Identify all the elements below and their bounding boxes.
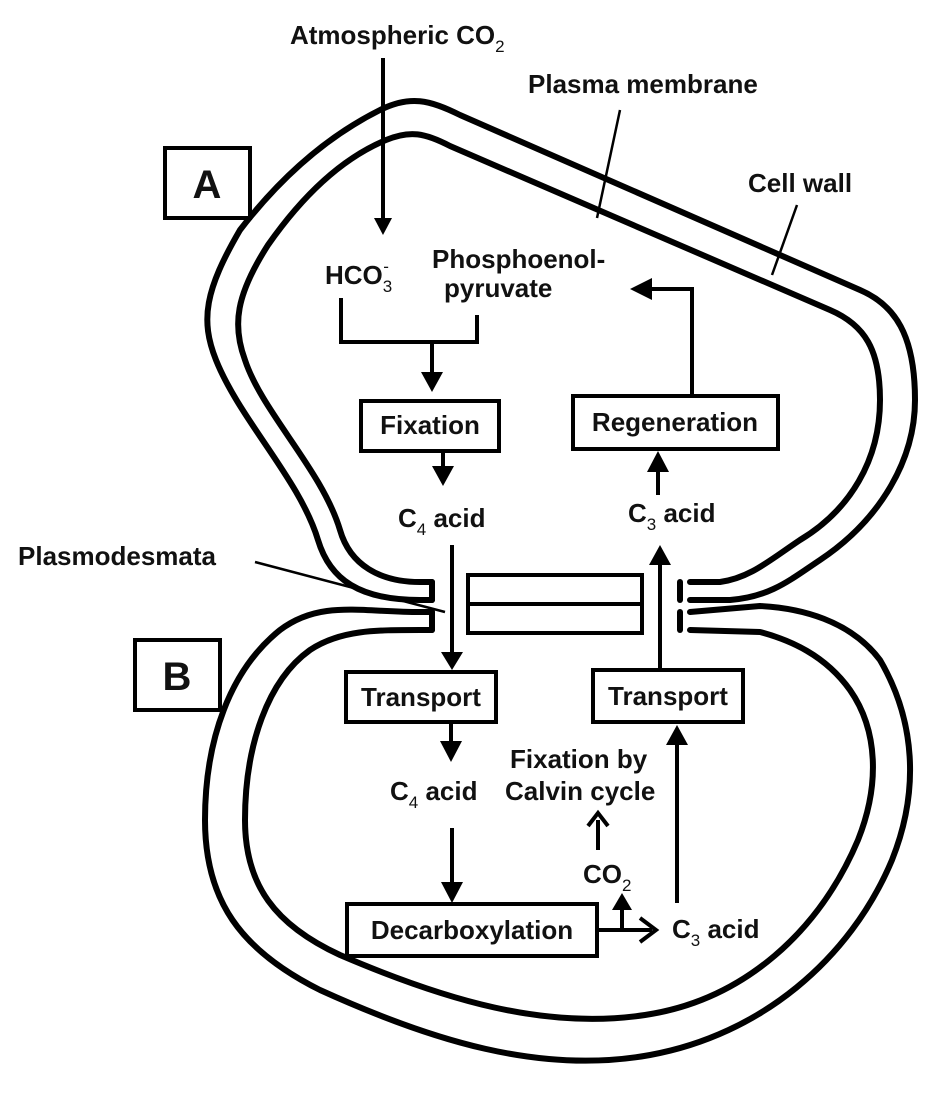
cell-a-wall bbox=[204, 97, 918, 603]
c3-acid-b-label: C3 acid bbox=[672, 914, 760, 950]
transport-left-box bbox=[344, 670, 498, 724]
to-fixation-arrowhead bbox=[421, 372, 443, 392]
c3-to-transport-arrowhead bbox=[666, 725, 688, 745]
cell-a-tag-label: A bbox=[193, 163, 222, 207]
cell-wall-leader bbox=[770, 204, 799, 276]
transport-left-label: Transport bbox=[361, 682, 481, 712]
cell-a-wall-outer bbox=[204, 97, 918, 603]
cell-b-wall bbox=[202, 603, 913, 1064]
decarboxylation-to-co2-arrowhead bbox=[612, 893, 632, 910]
regeneration-box bbox=[571, 394, 780, 451]
c4-acid-b-label: C4 acid bbox=[390, 776, 478, 812]
cell-b-wall-outer bbox=[202, 603, 913, 1064]
plasmodesmata-channel bbox=[466, 573, 644, 635]
atmospheric-co2-label: Atmospheric CO2 bbox=[290, 20, 505, 56]
plasma-membrane-label: Plasma membrane bbox=[528, 69, 758, 99]
pep-label-line1: Phosphoenol- bbox=[432, 244, 605, 274]
c3-transport-arrowhead bbox=[649, 545, 671, 565]
fixation-to-c4-arrowhead bbox=[432, 466, 454, 486]
co2-to-calvin-arrowhead bbox=[586, 809, 610, 828]
decarboxylation-to-c3-arrowhead bbox=[638, 916, 660, 944]
cell-wall-label: Cell wall bbox=[748, 168, 852, 198]
c4-to-decarboxylation-arrowhead bbox=[441, 882, 463, 903]
cell-b-wall-inner bbox=[242, 627, 876, 1022]
plasma-membrane-leader bbox=[595, 109, 622, 219]
c3-to-regeneration-arrowhead bbox=[647, 451, 669, 472]
pep-label-line2: pyruvate bbox=[444, 273, 552, 303]
fixation-label: Fixation bbox=[380, 410, 480, 440]
co2-b-label: CO2 bbox=[583, 859, 631, 895]
cell-a-wall-inner bbox=[235, 131, 883, 585]
bicarbonate-label: HCO3- bbox=[325, 257, 392, 296]
plasmodesmata-leader bbox=[254, 560, 446, 614]
cell-b-tag-box bbox=[133, 638, 222, 712]
fixation-box bbox=[359, 399, 501, 453]
cell-a-tag: A bbox=[163, 146, 252, 220]
atmospheric-co2-arrowhead bbox=[374, 218, 392, 235]
regeneration-to-pep-path bbox=[648, 287, 694, 396]
c4-acid-a-label: C4 acid bbox=[398, 503, 486, 539]
calvin-label-line1: Fixation by bbox=[510, 744, 648, 774]
cell-b-tag-label: B bbox=[163, 655, 192, 699]
cell-a-tag-box bbox=[163, 146, 252, 220]
merge-bracket bbox=[339, 298, 479, 344]
decarboxylation-label: Decarboxylation bbox=[371, 915, 573, 945]
transport-right-box bbox=[591, 668, 745, 724]
calvin-label-line2: Calvin cycle bbox=[505, 776, 655, 806]
regeneration-label: Regeneration bbox=[592, 407, 758, 437]
plasmodesmata-label: Plasmodesmata bbox=[18, 541, 217, 571]
decarboxylation-box bbox=[345, 902, 599, 958]
transport-to-c4-arrowhead bbox=[440, 741, 462, 762]
regeneration-to-pep-arrowhead bbox=[630, 278, 652, 300]
transport-right-label: Transport bbox=[608, 681, 728, 711]
cell-b-tag: B bbox=[133, 638, 222, 712]
c4-transport-arrowhead bbox=[441, 652, 463, 670]
c3-acid-a-label: C3 acid bbox=[628, 498, 716, 534]
